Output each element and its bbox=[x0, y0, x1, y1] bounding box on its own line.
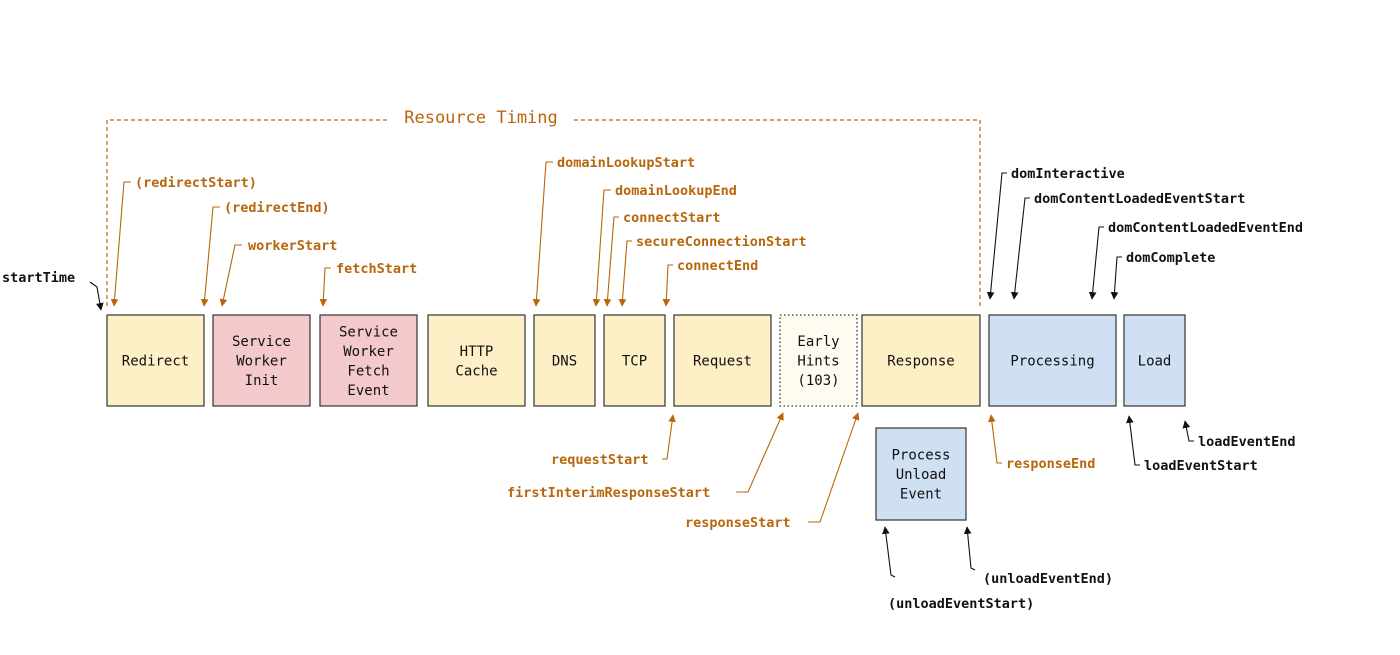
phase-box-dns: DNS bbox=[533, 314, 596, 407]
arrow-domComplete bbox=[1110, 256, 1122, 300]
label-domainLookupStart: domainLookupStart bbox=[557, 155, 695, 171]
arrow-domainLookupStart bbox=[532, 161, 553, 307]
phase-box-label: Fetch bbox=[347, 363, 389, 379]
phase-box-rect bbox=[427, 314, 526, 407]
arrow-secureConnectionStart bbox=[618, 240, 632, 307]
bracket-line-right bbox=[574, 119, 981, 306]
phase-box-tcp: TCP bbox=[603, 314, 666, 407]
arrow-requestStart bbox=[662, 414, 676, 460]
phase-box-label: Load bbox=[1138, 354, 1172, 370]
label-responseStart: responseStart bbox=[685, 515, 791, 531]
label-connectStart: connectStart bbox=[623, 210, 721, 226]
phase-box-label: TCP bbox=[622, 354, 647, 370]
label-domContentLoadedEventStart: domContentLoadedEventStart bbox=[1034, 191, 1245, 207]
label-unloadEventEnd: (unloadEventEnd) bbox=[983, 571, 1113, 587]
label-loadEventEnd: loadEventEnd bbox=[1198, 434, 1296, 450]
phase-box-rect bbox=[212, 314, 311, 407]
phase-box-label: Worker bbox=[236, 354, 287, 370]
label-fetchStart: fetchStart bbox=[336, 261, 417, 277]
arrow-responseStart bbox=[808, 412, 860, 523]
phase-box-label: (103) bbox=[797, 373, 839, 389]
arrow-redirectEnd bbox=[200, 206, 220, 307]
phase-box-label: Init bbox=[245, 373, 279, 389]
arrow-domInteractive bbox=[986, 172, 1007, 300]
label-domInteractive: domInteractive bbox=[1011, 166, 1125, 182]
timing-arrows bbox=[89, 161, 1194, 578]
phase-box-label: Event bbox=[900, 487, 942, 503]
arrow-connectEnd bbox=[662, 264, 673, 307]
label-domComplete: domComplete bbox=[1126, 250, 1215, 266]
label-redirectStart: (redirectStart) bbox=[135, 175, 257, 191]
phase-box-label: Process bbox=[891, 448, 950, 464]
resource-timing-bracket: Resource Timing bbox=[106, 108, 981, 306]
phase-box-label: DNS bbox=[552, 354, 577, 370]
timing-labels: startTime (redirectStart) (redirectEnd) wor… bbox=[2, 155, 1303, 612]
arrow-domContentLoadedEventEnd bbox=[1088, 226, 1104, 300]
phase-box-label: Service bbox=[339, 324, 398, 340]
phase-box-rect bbox=[533, 314, 596, 407]
phase-box-rect bbox=[988, 314, 1117, 407]
phase-box-response: Response bbox=[861, 314, 981, 407]
arrow-loadEventEnd bbox=[1182, 420, 1194, 442]
phase-box-label: Event bbox=[347, 383, 389, 399]
phase-boxes: RedirectServiceWorkerInitServiceWorkerFe… bbox=[106, 314, 1186, 521]
label-loadEventStart: loadEventStart bbox=[1144, 458, 1258, 474]
arrow-domContentLoadedEventStart bbox=[1010, 197, 1030, 300]
label-responseEnd: responseEnd bbox=[1006, 456, 1095, 472]
arrow-firstInterimResponseStart bbox=[736, 412, 784, 493]
label-firstInterimResponseStart: firstInterimResponseStart bbox=[507, 485, 710, 501]
phase-box-rect bbox=[603, 314, 666, 407]
arrow-unloadEventStart bbox=[882, 526, 896, 578]
phase-box-rect bbox=[319, 314, 418, 407]
label-unloadEventStart: (unloadEventStart) bbox=[888, 596, 1034, 612]
arrow-loadEventStart bbox=[1126, 415, 1140, 466]
phase-box-label: Unload bbox=[896, 467, 947, 483]
phase-box-rect bbox=[1123, 314, 1186, 407]
label-domContentLoadedEventEnd: domContentLoadedEventEnd bbox=[1108, 220, 1303, 236]
phase-box-label: Worker bbox=[343, 344, 394, 360]
label-redirectEnd: (redirectEnd) bbox=[224, 200, 330, 216]
phase-box-label: Hints bbox=[797, 354, 839, 370]
phase-box-label: Early bbox=[797, 334, 839, 350]
label-requestStart: requestStart bbox=[551, 452, 649, 468]
phase-box-label: Request bbox=[693, 354, 752, 370]
phase-box-rect bbox=[673, 314, 772, 407]
phase-box-rect bbox=[861, 314, 981, 407]
phase-box-label: Response bbox=[887, 354, 954, 370]
phase-box-http-cache: HTTP Cache bbox=[427, 314, 526, 407]
arrow-responseEnd bbox=[988, 414, 1002, 464]
arrow-workerStart bbox=[219, 244, 242, 307]
arrow-domainLookupEnd bbox=[592, 189, 611, 307]
phase-box-label: Service bbox=[232, 334, 291, 350]
phase-box-processing: Processing bbox=[988, 314, 1117, 407]
phase-box-label: Processing bbox=[1010, 354, 1094, 370]
arrow-unloadEventEnd bbox=[963, 526, 976, 571]
arrow-redirectStart bbox=[110, 181, 131, 307]
label-startTime: startTime bbox=[2, 270, 75, 286]
phase-box-rect bbox=[106, 314, 205, 407]
arrow-connectStart bbox=[603, 216, 619, 307]
phase-box-redirect: Redirect bbox=[106, 314, 205, 407]
phase-box-load: Load bbox=[1123, 314, 1186, 407]
phase-box-label: HTTP bbox=[460, 344, 494, 360]
phase-box-request: Request bbox=[673, 314, 772, 407]
label-connectEnd: connectEnd bbox=[677, 258, 758, 274]
phase-box-rect bbox=[779, 314, 858, 407]
resource-timing-title: Resource Timing bbox=[404, 108, 558, 128]
bracket-line-left bbox=[106, 119, 388, 306]
arrow-startTime bbox=[89, 281, 104, 311]
phase-box-label: Redirect bbox=[122, 354, 189, 370]
arrow-fetchStart bbox=[319, 267, 331, 307]
label-secureConnectionStart: secureConnectionStart bbox=[636, 234, 807, 250]
label-domainLookupEnd: domainLookupEnd bbox=[615, 183, 737, 199]
phase-box-label: Cache bbox=[455, 363, 497, 379]
phase-box-rect bbox=[875, 427, 967, 521]
label-workerStart: workerStart bbox=[248, 238, 337, 254]
